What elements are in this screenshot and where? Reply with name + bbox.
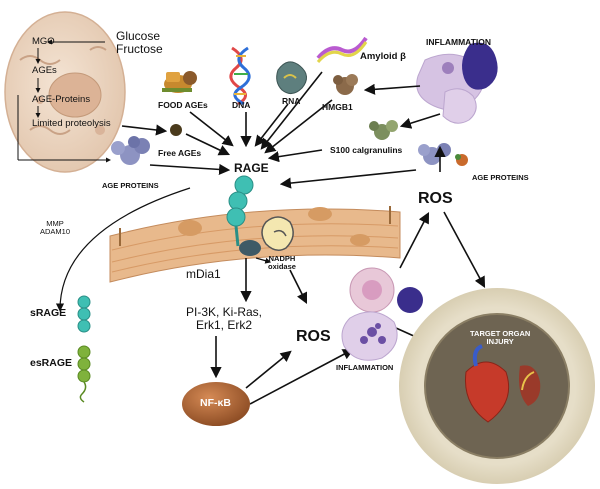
target-organ-label: TARGET ORGAN INJURY [470,329,531,347]
age-proteins-left-label: AGE PROTEINS [102,181,159,190]
dna-label: DNA [232,100,251,110]
dna-helix-icon [229,46,251,106]
esrage-label: esRAGE [30,357,73,369]
inflammation-top-label: INFLAMMATION [426,37,491,47]
age-proteins-right-label: AGE PROTEINS [472,173,529,182]
srage-label: sRAGE [30,307,67,319]
rage-receptor [226,175,261,256]
amyloid-label: Amyloid β [360,51,406,62]
inflammation-bottom-label: INFLAMMATION [336,363,394,372]
s100-label: S100 calgranulins [330,145,403,155]
amyloid-fibril-icon [316,36,368,64]
inflammation-cells-top [416,42,498,124]
srage-icon [77,295,91,333]
free-ages-label: Free AGEs [158,148,202,158]
nadph-label: NADPH oxidase [268,254,296,272]
free-age-ball [170,124,182,136]
cell-ages-label: AGEs [32,65,57,76]
age-protein-left-icon [111,136,150,165]
mmp-label: MMP ADAM10 [40,219,71,237]
ros-right-label: ROS [418,190,453,207]
food-icon [162,71,197,93]
hmgb1-icon [333,74,358,95]
age-protein-right-icon [418,143,468,166]
nfkb-sphere [182,382,250,426]
cell-mgo-label: MGO [32,36,55,47]
cell-limited-proteolysis-label: Limited proteolysis [32,118,111,129]
rage-label: RAGE [234,161,269,175]
kinases-label: PI-3K, Ki-Ras, Erk1, Erk2 [186,305,263,333]
input-arrows [149,71,441,189]
esrage-icon [77,345,91,403]
nfkb-label: NF-κB [200,397,231,409]
rna-label: RNA [282,96,301,106]
cell-arrows [17,39,168,163]
mdia1-label: mDia1 [186,267,221,281]
ros-center-label: ROS [296,328,331,345]
food-ages-label: FOOD AGEs [158,100,208,110]
hmgb1-label: HMGB1 [322,102,353,112]
nadph-oxidase [261,216,294,251]
cell-sugars-label: Glucose Fructose [116,29,163,57]
inflammation-cells-bottom [341,267,423,361]
s100-icon [369,120,398,140]
rna-icon [276,61,307,94]
source-cell [4,11,126,173]
target-organ-ring [399,288,595,484]
mmp-arrow [55,187,191,312]
cell-age-proteins-label: AGE-Proteins [32,94,91,105]
